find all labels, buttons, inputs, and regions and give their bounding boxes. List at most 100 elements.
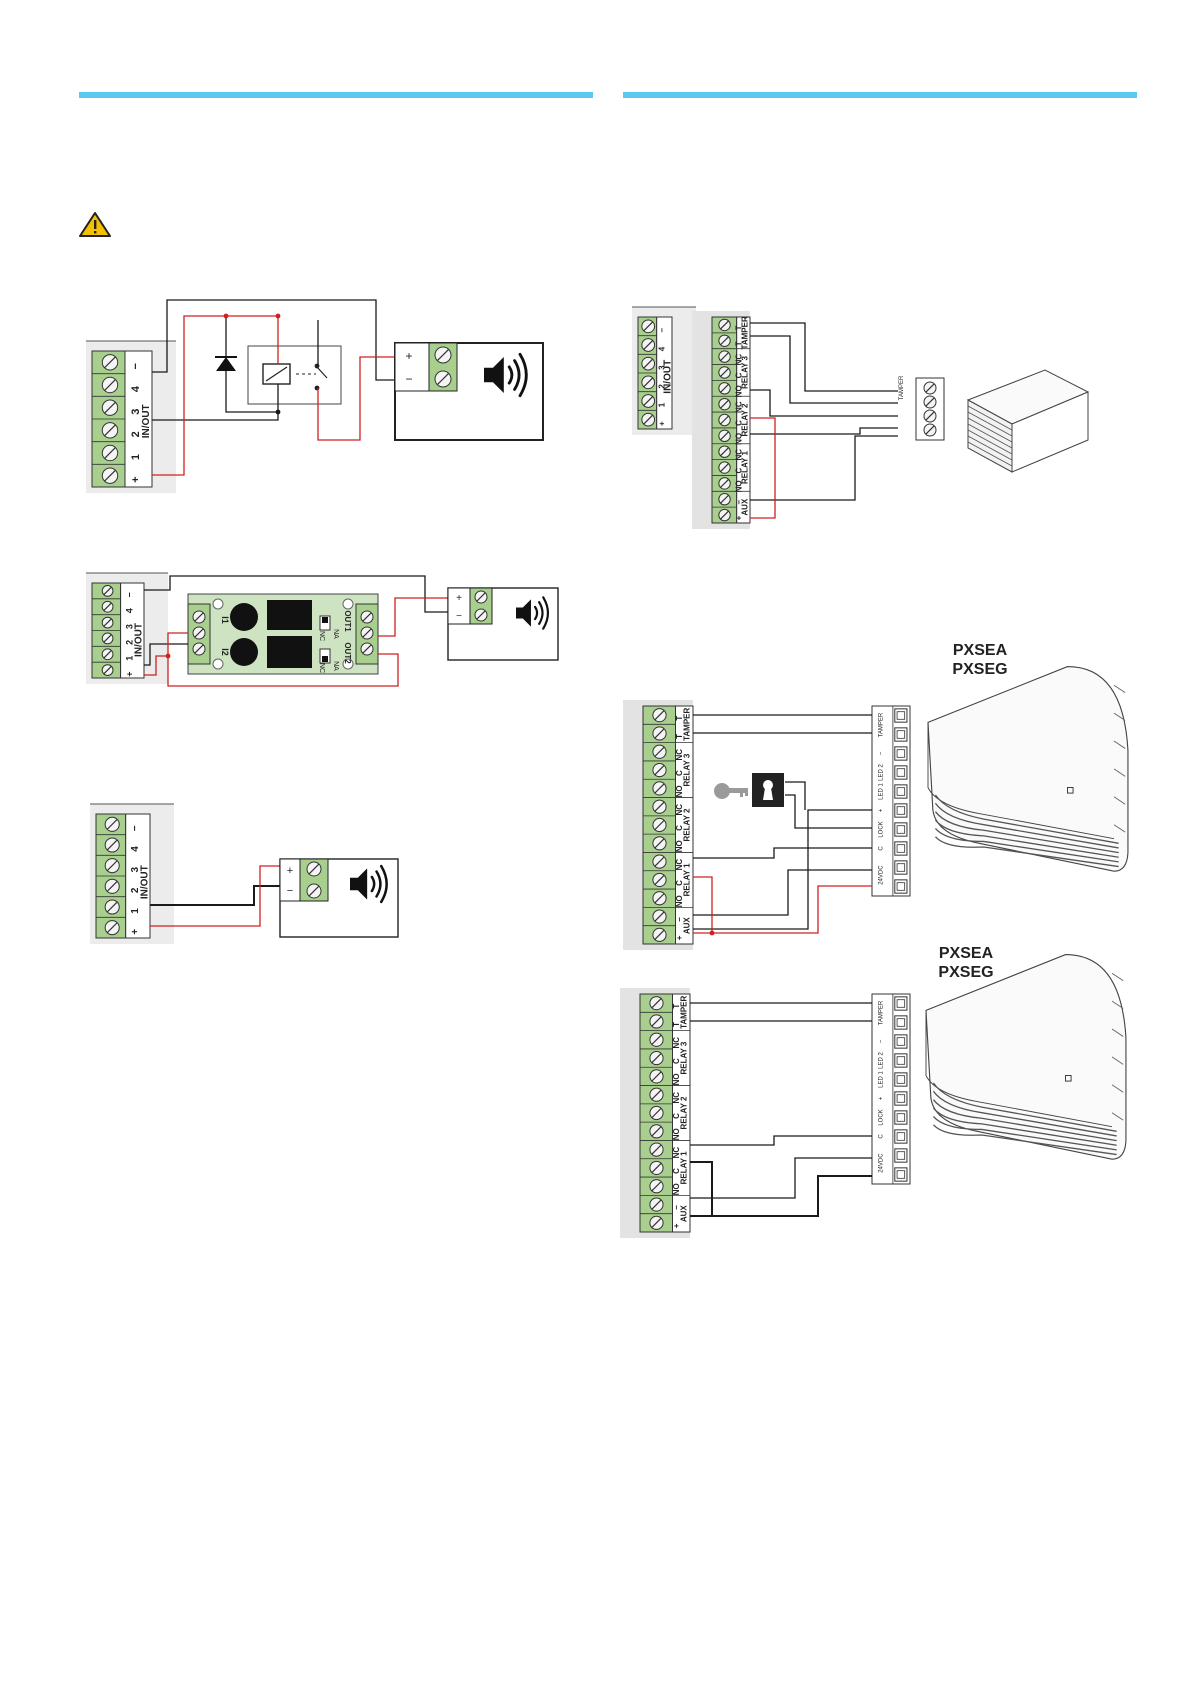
screw-slot: [654, 874, 665, 885]
screw-slot: [104, 424, 116, 437]
board-label-na: NA: [332, 629, 339, 639]
screw-slot: [651, 1162, 662, 1173]
siren-terminal-slot: [894, 1072, 908, 1087]
terminal-label: −: [658, 328, 667, 333]
siren-terminal-slot: [894, 996, 908, 1011]
board-mount-hole: [342, 658, 354, 670]
board-label-nc: NC: [318, 631, 325, 641]
screw-slot: [720, 399, 729, 409]
terminal-group-label: RELAY 2: [680, 1096, 689, 1129]
board-relay: [267, 636, 312, 668]
terminal-group-label: RELAY 3: [740, 355, 749, 388]
terminal-label-strip: [124, 350, 153, 488]
screw-slot: [436, 348, 450, 362]
screw-slot: [643, 321, 654, 332]
terminal-group-label: TAMPER: [740, 316, 749, 349]
terminal-group-label: AUX: [680, 1205, 689, 1223]
screw-slot: [362, 628, 372, 638]
screw-slot: [651, 1034, 662, 1045]
terminal-label-strip: [125, 813, 151, 939]
screw-slot: [654, 893, 665, 904]
terminal-label: 1: [130, 908, 141, 914]
board-label-i2: I2: [220, 648, 230, 656]
siren-terminal-inner: [896, 1170, 906, 1179]
screw-slot: [643, 396, 654, 406]
terminal-label: 3: [658, 365, 667, 370]
board-label-out2: OUT2: [343, 642, 352, 664]
model-label-top-1: PXSEA: [952, 642, 1008, 659]
terminal-group-label: RELAY 1: [683, 863, 692, 896]
terminal-label: NO: [672, 1073, 681, 1085]
model-label-bottom-1: PXSEA: [938, 945, 994, 962]
screw-slot: [654, 728, 665, 739]
siren-terminal-inner: [896, 806, 906, 815]
siren-terminal-slot: [894, 860, 908, 875]
siren-terminal-slot: [894, 1167, 908, 1182]
board-mount-hole: [212, 598, 224, 610]
screw-slot: [654, 929, 665, 940]
board-label-out1: OUT1: [343, 610, 352, 632]
screw-slot: [362, 644, 372, 654]
terminal-label: +: [675, 935, 684, 940]
terminal-label: NC: [735, 401, 744, 413]
siren-terminal-inner: [896, 825, 906, 834]
terminal-label: NC: [675, 859, 684, 871]
siren-minus-label: −: [287, 885, 293, 897]
screw-slot: [925, 397, 935, 407]
terminal-group-label: TAMPER: [680, 995, 689, 1028]
siren-terminal-slot: [894, 1053, 908, 1068]
terminal-label: NC: [735, 354, 744, 366]
screw-slot: [720, 510, 729, 520]
siren-terminal-label: LED 1: [879, 1071, 885, 1088]
terminal-label: 2: [130, 887, 141, 893]
screw-slot: [362, 612, 372, 622]
screw-slot: [436, 372, 450, 386]
siren-terminal-slot: [894, 708, 908, 723]
terminal-label: +: [125, 671, 135, 676]
siren-plus-label: +: [405, 349, 412, 363]
screw-slot: [643, 377, 654, 388]
board-label-nc: NC: [318, 663, 325, 673]
screw-slot: [104, 356, 116, 369]
siren-terminal-label: LOCK: [879, 1109, 885, 1125]
siren-terminal-label: +: [879, 1096, 885, 1100]
screw-slot: [106, 839, 118, 851]
siren-terminal-inner: [896, 711, 906, 720]
terminal-group-label: TAMPER: [683, 707, 692, 740]
terminal-label: NO: [675, 840, 684, 852]
board-label-i1: I1: [220, 616, 230, 624]
siren-terminal-slot: [894, 1034, 908, 1049]
relay-contact: [316, 366, 328, 379]
siren-terminal-inner: [896, 882, 906, 891]
screw-slot: [104, 401, 116, 414]
screw-slot: [651, 1217, 662, 1228]
terminal-label: NC: [672, 1037, 681, 1049]
screw-slot: [654, 783, 665, 794]
siren-terminal-inner: [896, 1113, 906, 1122]
speaker-icon: [516, 596, 550, 630]
screw-slot: [106, 880, 118, 892]
wire-junction: [165, 653, 171, 659]
siren-terminal-label: −: [879, 1039, 885, 1043]
terminal-label: +: [672, 1223, 681, 1228]
siren-terminal-inner: [896, 1056, 906, 1065]
wire-junction: [275, 409, 281, 415]
screw-slot: [651, 1181, 662, 1192]
terminal-label: NO: [675, 895, 684, 907]
screw-slot: [651, 1071, 662, 1082]
board-label-na: NA: [332, 661, 339, 671]
siren-terminal-label: +: [879, 808, 885, 812]
terminal-label: +: [130, 929, 141, 935]
screw-slot: [106, 818, 118, 830]
screw-slot: [308, 863, 320, 875]
siren-terminal-inner: [896, 1094, 906, 1103]
terminal-group-label: RELAY 1: [680, 1151, 689, 1184]
relay-coil-icon: [262, 363, 291, 385]
screw-slot: [651, 1199, 662, 1210]
key-icon: [714, 783, 748, 799]
siren-terminal-inner: [896, 1018, 906, 1027]
siren-terminal-slot: [894, 1148, 908, 1163]
terminal-label: −: [125, 592, 135, 597]
